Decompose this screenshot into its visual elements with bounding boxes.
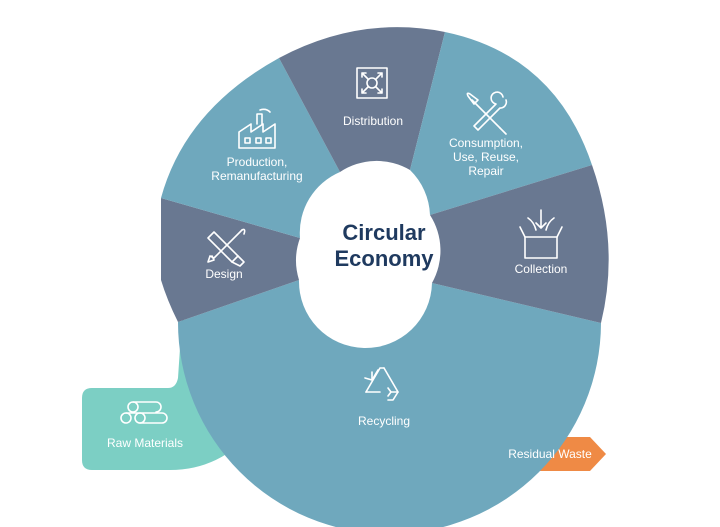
arrows-out-icon [356, 67, 388, 99]
tools-icon [466, 91, 508, 135]
design-label: Design [205, 267, 242, 281]
recycle-icon [364, 367, 399, 401]
residual-waste-label: Residual Waste [508, 447, 592, 461]
center-circle [300, 180, 432, 312]
center-title-line2: Economy [334, 246, 434, 271]
logs-icon [120, 401, 168, 424]
production-label-line1: Production, [227, 155, 288, 169]
center-title-line1: Circular [342, 220, 426, 245]
box-arrows-in-icon [519, 209, 563, 259]
production-label-line2: Remanufacturing [211, 169, 302, 183]
factory-icon [238, 108, 276, 149]
segment-consumption[interactable] [410, 32, 592, 215]
collection-label: Collection [515, 262, 568, 276]
recycling-label: Recycling [358, 414, 410, 428]
segment-recycling[interactable] [177, 280, 601, 527]
consumption-label-line3: Repair [468, 164, 503, 178]
distribution-label: Distribution [343, 114, 403, 128]
segment-collection[interactable] [430, 165, 609, 323]
consumption-label-line1: Consumption, [449, 136, 523, 150]
consumption-label-line2: Use, Reuse, [453, 150, 519, 164]
raw-materials-label: Raw Materials [107, 436, 183, 450]
pencil-ruler-icon [207, 228, 246, 267]
segment-distribution[interactable] [279, 27, 445, 172]
